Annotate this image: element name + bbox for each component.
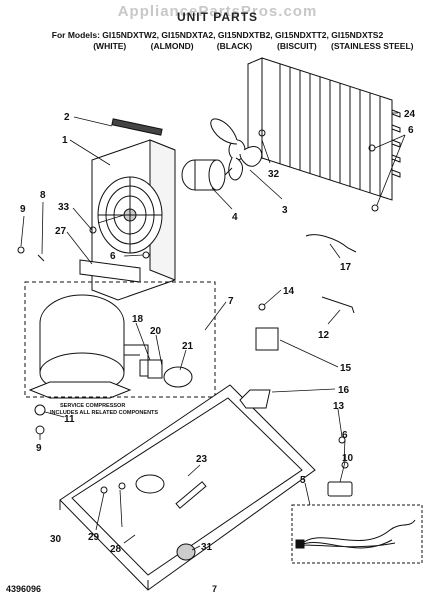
- callout-17: 17: [340, 262, 352, 273]
- screw: [258, 303, 266, 311]
- callout-28: 28: [110, 544, 122, 555]
- compressor: [28, 294, 151, 399]
- callout-2: 2: [64, 112, 70, 123]
- screw: [118, 482, 126, 490]
- diagram-title: UNIT PARTS: [176, 10, 259, 24]
- color-black: (BLACK): [216, 41, 253, 51]
- callout-11: 11: [64, 414, 75, 425]
- callout-12: 12: [318, 330, 330, 341]
- gasket-strip: [111, 118, 163, 136]
- callout-8: 8: [40, 190, 46, 201]
- callout-33: 33: [58, 202, 70, 213]
- callout-6-bottom: 6: [342, 430, 348, 441]
- solenoid-valve: [255, 327, 279, 351]
- terminal-block: [327, 481, 353, 497]
- callout-31: 31: [201, 542, 213, 553]
- drain-tube: [321, 296, 355, 314]
- power-cord: [291, 504, 423, 564]
- color-white: (WHITE): [93, 41, 127, 51]
- grommet: [34, 404, 46, 416]
- base-pan: [59, 384, 316, 591]
- color-biscuit: (BISCUIT): [277, 41, 317, 51]
- fan-motor: [181, 159, 233, 191]
- callout-7: 7: [228, 296, 234, 307]
- grommet: [35, 425, 45, 435]
- callout-5: 5: [300, 475, 306, 486]
- callout-21: 21: [182, 341, 194, 352]
- overload-part: [147, 359, 163, 379]
- part-number: 4396096: [6, 584, 42, 594]
- screw: [89, 226, 97, 234]
- callout-13: 13: [333, 401, 345, 412]
- color-almond: (ALMOND): [150, 41, 194, 51]
- wire-clip: [37, 254, 45, 262]
- relay-cover: [163, 366, 193, 388]
- fan-shroud: [91, 139, 176, 301]
- screw: [258, 129, 266, 137]
- callout-9-bottom: 9: [36, 443, 42, 454]
- fan-blade: [210, 118, 263, 181]
- leader-lines: [20, 112, 406, 551]
- caster: [176, 543, 196, 561]
- callout-3: 3: [282, 205, 288, 216]
- grommet: [17, 246, 25, 254]
- callout-1: 1: [62, 135, 68, 146]
- page-number: 7: [212, 584, 218, 594]
- callout-6-top: 6: [408, 125, 414, 136]
- callout-15: 15: [340, 363, 352, 374]
- callout-32: 32: [268, 169, 280, 180]
- callout-30: 30: [50, 534, 62, 545]
- callout-16: 16: [338, 385, 350, 396]
- callout-23: 23: [196, 454, 208, 465]
- callout-18: 18: [132, 314, 144, 325]
- callout-27: 27: [55, 226, 67, 237]
- drier-tube: [175, 481, 207, 509]
- color-stainless: (STAINLESS STEEL): [331, 41, 414, 51]
- callout-4: 4: [232, 212, 238, 223]
- callout-29: 29: [88, 532, 100, 543]
- compressor-note-line2: INCLUDES ALL RELATED COMPONENTS: [50, 410, 158, 416]
- color-list: (WHITE) (ALMOND) (BLACK) (BISCUIT) (STAI…: [0, 41, 435, 51]
- callout-24: 24: [404, 109, 416, 120]
- wire-harness: [305, 234, 357, 253]
- valve-bracket: [239, 389, 271, 409]
- condenser-coil: [247, 57, 401, 201]
- watermark-text: AppliancePartsPros.com: [117, 3, 318, 20]
- compressor-note-line1: SERVICE COMPRESSOR: [60, 403, 125, 409]
- screw: [371, 204, 379, 212]
- callout-20: 20: [150, 326, 162, 337]
- callout-14: 14: [283, 286, 295, 297]
- tube-coil: [135, 474, 165, 494]
- compressor-dashed-outline: [24, 281, 216, 398]
- callout-6-mid: 6: [110, 251, 116, 262]
- callout-10: 10: [342, 453, 354, 464]
- callout-9-top: 9: [20, 204, 26, 215]
- model-list: For Models: GI15NDXTW2, GI15NDXTA2, GI15…: [51, 30, 384, 40]
